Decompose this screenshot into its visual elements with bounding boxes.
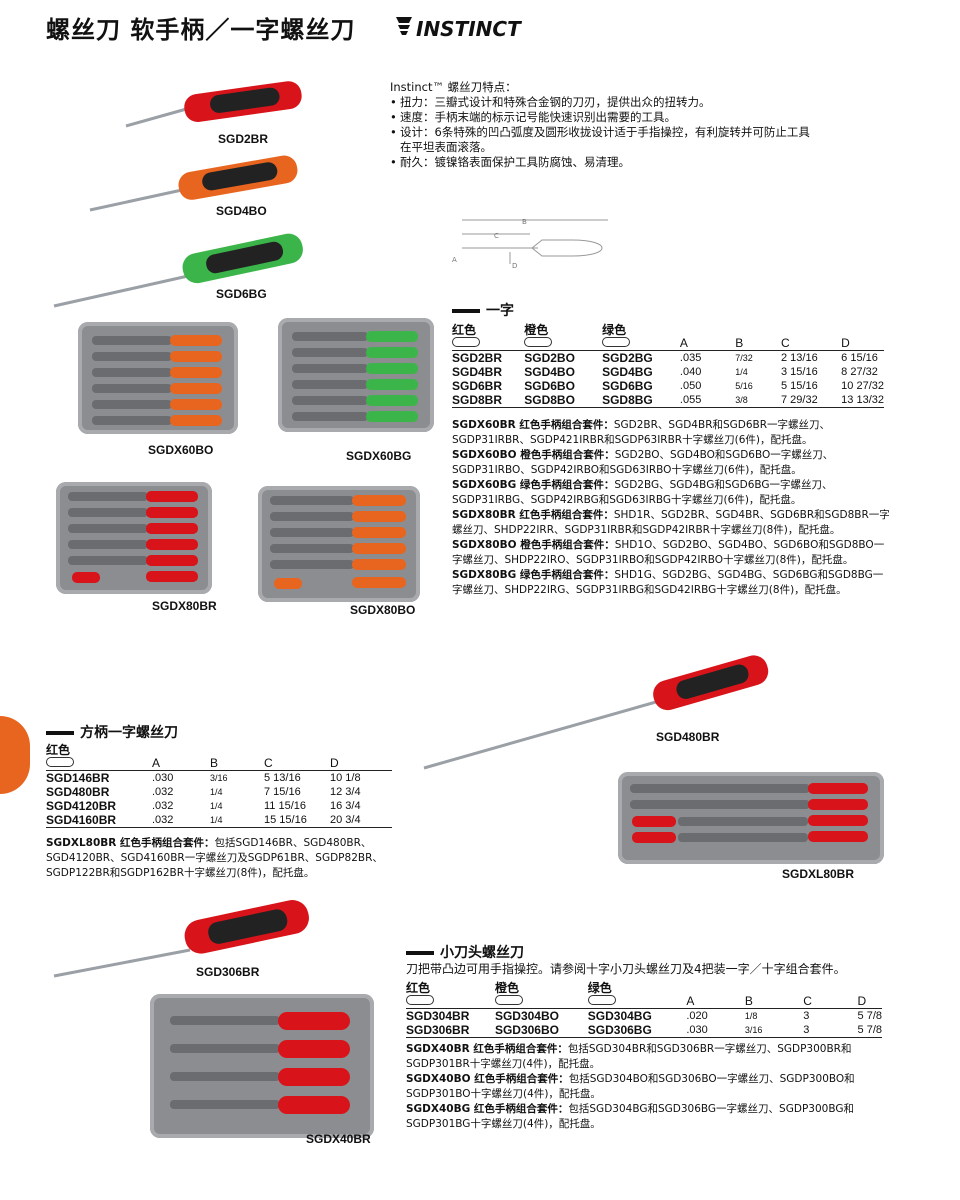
label-sgd480br: SGD480BR	[656, 730, 720, 744]
kit-description: SGDX60BR 红色手柄组合套件：SGD2BR、SGD4BR和SGD6BR一字…	[452, 419, 831, 446]
col-header-red: 红色	[46, 744, 152, 771]
features-list: Instinct™ 螺丝刀特点： 扭力：三瓣式设计和特殊合金钢的刀刃，提供出众的…	[390, 80, 810, 170]
kit-description: SGDX80BG 绿色手柄组合套件：SHD1G、SGD2BG、SGD4BG、SG…	[452, 569, 884, 596]
label-sgd2br: SGD2BR	[218, 132, 269, 146]
small-kits-list: SGDX40BR 红色手柄组合套件：包括SGD304BR和SGD306BR一字螺…	[406, 1042, 882, 1132]
product-image-sgd6bg	[50, 232, 310, 312]
dimension-diagram: B C A D	[450, 208, 620, 272]
col-header-a: A	[686, 994, 695, 1008]
section-heading-flat: 一字	[452, 300, 514, 320]
section-heading-small: 小刀头螺丝刀	[406, 942, 524, 962]
label-sgdx60bg: SGDX60BG	[346, 449, 412, 463]
col-header-a: A	[152, 756, 161, 770]
product-image-sgd306br	[50, 898, 316, 982]
label-sgd6bg: SGD6BG	[216, 287, 267, 301]
label-sgdxl80br: SGDXL80BR	[782, 867, 855, 881]
col-header-green: 绿色	[602, 324, 680, 351]
kit-description: SGDX60BG 绿色手柄组合套件：SGD2BG、SGD4BG和SGD6BG一字…	[452, 479, 833, 506]
col-header-b: B	[210, 756, 219, 770]
col-header-d: D	[330, 756, 339, 770]
col-header-orange: 橙色	[494, 982, 588, 1009]
dim-label-b: B	[522, 218, 527, 226]
col-header-a: A	[679, 336, 688, 350]
col-header-b: B	[735, 336, 744, 350]
feature-item: 速度：手柄末端的标示记号能快速识别出需要的工具。	[390, 110, 810, 125]
feature-item: 扭力：三瓣式设计和特殊合金钢的刀刃，提供出众的扭转力。	[390, 95, 810, 110]
tray-image-sgdx80br	[56, 482, 212, 594]
label-sgd306br: SGD306BR	[196, 965, 260, 979]
col-header-green: 绿色	[587, 982, 687, 1009]
tray-image-sgdx80bo	[258, 486, 420, 602]
label-sgd4bo: SGD4BO	[216, 204, 267, 218]
feature-item: 设计：6条特殊的凹凸弧度及圆形收拢设计适于手指操控，有利旋转并可防止工具在平坦表…	[390, 125, 810, 155]
flat-kits-list: SGDX60BR 红色手柄组合套件：SGD2BR、SGD4BR和SGD6BR一字…	[452, 418, 892, 598]
section-subtitle-small: 刀把带凸边可用手指操控。请参阅十字小刀头螺丝刀及4把装一字／十字组合套件。	[406, 962, 846, 976]
instinct-logo: INSTINCT	[392, 13, 552, 47]
dim-label-c: C	[494, 232, 499, 240]
label-sgdx60bo: SGDX60BO	[148, 443, 214, 457]
col-header-c: C	[781, 336, 790, 350]
kit-description: SGDX80BO 橙色手柄组合套件：SHD1O、SGD2BO、SGD4BO、SG…	[452, 539, 885, 566]
label-sgdx80br: SGDX80BR	[152, 599, 217, 613]
section-heading-square: 方柄一字螺丝刀	[46, 722, 178, 742]
col-header-orange: 橙色	[524, 324, 602, 351]
page-title: 螺丝刀 软手柄／一字螺丝刀	[46, 16, 356, 44]
dim-label-a: A	[452, 256, 457, 264]
tray-image-sgdx60bg	[278, 318, 434, 432]
kit-description: SGDX40BR 红色手柄组合套件：包括SGD304BR和SGD306BR一字螺…	[406, 1043, 852, 1070]
product-image-sgd480br	[420, 654, 780, 774]
tray-image-sgdxl80br	[618, 772, 884, 864]
col-header-d: D	[857, 994, 867, 1008]
col-header-red: 红色	[452, 324, 524, 351]
tray-image-sgdx60bo	[78, 322, 238, 434]
col-header-d: D	[841, 336, 850, 350]
product-image-sgd4bo	[86, 150, 306, 216]
kit-description: SGDX80BR 红色手柄组合套件：SHD1R、SGD2BR、SGD4BR、SG…	[452, 509, 890, 536]
label-sgdx80bo: SGDX80BO	[350, 603, 416, 617]
kit-description: SGDX40BO 红色手柄组合套件：包括SGD304BO和SGD306BO一字螺…	[406, 1073, 855, 1100]
tray-image-sgdx40br	[150, 994, 374, 1138]
page-edge-tab	[0, 716, 30, 794]
col-header-c: C	[803, 994, 812, 1008]
col-header-b: B	[744, 994, 753, 1008]
label-sgdx40br: SGDX40BR	[306, 1132, 371, 1146]
features-intro: Instinct™ 螺丝刀特点：	[390, 80, 517, 94]
brand-text: INSTINCT	[416, 17, 522, 41]
square-kit: SGDXL80BR 红色手柄组合套件：包括SGD146BR、SGD480BR、S…	[46, 837, 383, 879]
col-header-red: 红色	[406, 982, 495, 1009]
dim-label-d: D	[512, 262, 517, 270]
product-image-sgd2br	[120, 78, 310, 138]
col-header-c: C	[264, 756, 273, 770]
kit-description: SGDX40BG 红色手柄组合套件：包括SGD304BG和SGD306BG一字螺…	[406, 1103, 854, 1130]
kit-description: SGDX60BO 橙色手柄组合套件：SGD2BO、SGD4BO和SGD6BO一字…	[452, 449, 834, 476]
feature-item: 耐久：镀镍铬表面保护工具防腐蚀、易清理。	[390, 155, 810, 170]
